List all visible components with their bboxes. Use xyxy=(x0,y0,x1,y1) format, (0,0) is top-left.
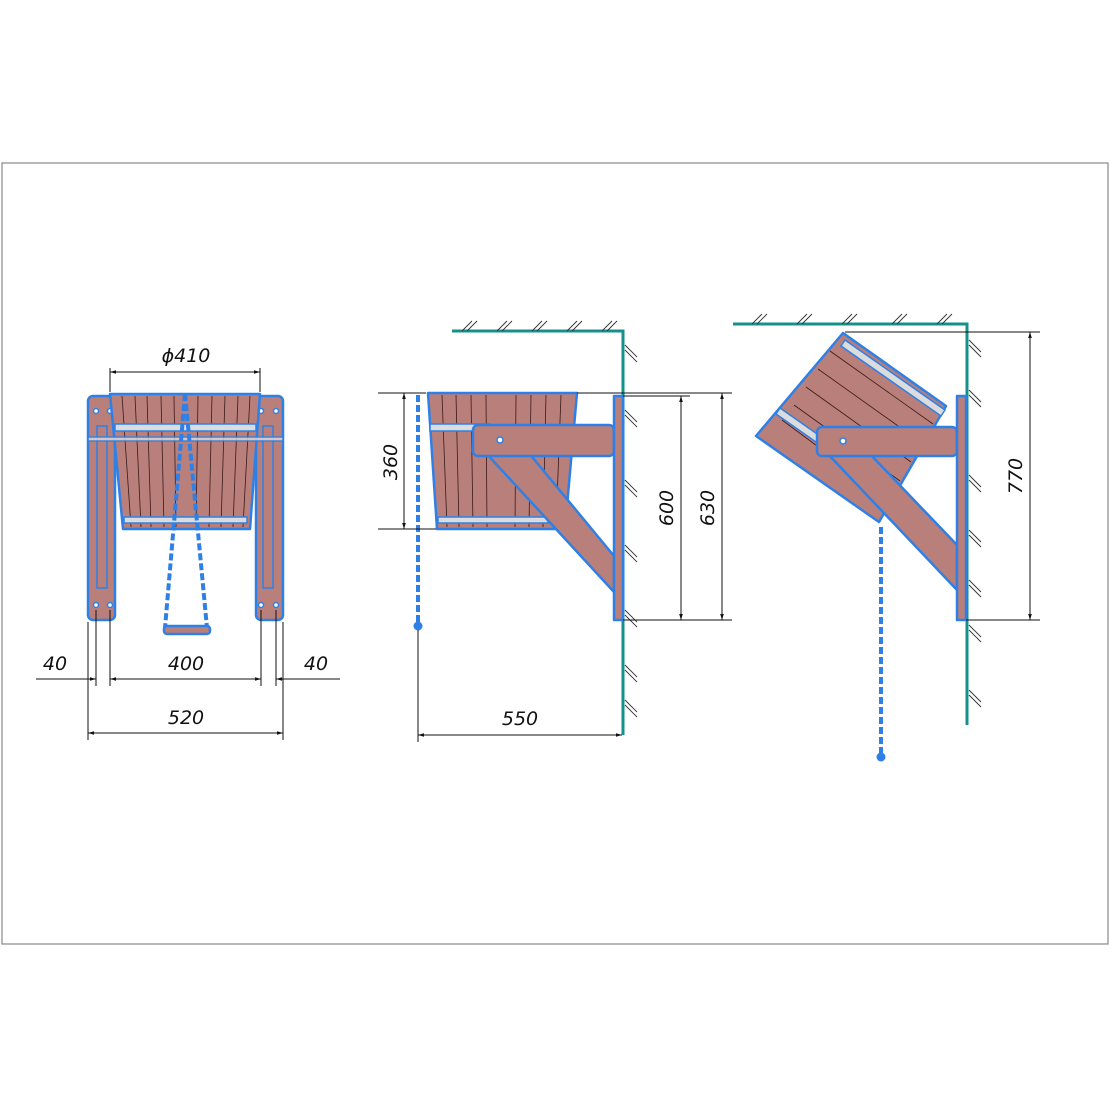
right-offset-label: 40 xyxy=(304,653,328,675)
left-post xyxy=(86,394,117,622)
top-hoop xyxy=(114,423,257,432)
tilted-height-label: 770 xyxy=(1005,458,1027,494)
diameter-label: ϕ410 xyxy=(162,345,211,367)
left-offset-label: 40 xyxy=(43,653,67,675)
side-view: 360 600 630 550 xyxy=(378,320,732,742)
wall-ceiling-line xyxy=(452,329,625,735)
overall-height-label: 630 xyxy=(697,490,719,526)
chain-right xyxy=(183,393,209,629)
wall-hatching xyxy=(461,320,638,718)
pull-handle xyxy=(162,624,212,636)
mount-height-label: 600 xyxy=(656,490,678,526)
right-post xyxy=(254,394,285,622)
wall-plate xyxy=(955,394,968,622)
bottom-hoop xyxy=(123,516,248,524)
total-width-label: 520 xyxy=(168,707,204,729)
support-arm xyxy=(815,425,959,458)
tilted-view: 770 xyxy=(733,313,1040,762)
front-view: ϕ410 40 400 40 520 xyxy=(36,345,340,740)
bucket-height-label: 360 xyxy=(380,444,402,480)
wall-plate xyxy=(612,394,625,622)
chain-left xyxy=(163,393,187,629)
inner-width-label: 400 xyxy=(168,653,204,675)
support-arm xyxy=(471,423,616,458)
sheet-frame xyxy=(1,162,1109,945)
projection-label: 550 xyxy=(502,708,538,730)
wall-hatching xyxy=(751,313,982,708)
